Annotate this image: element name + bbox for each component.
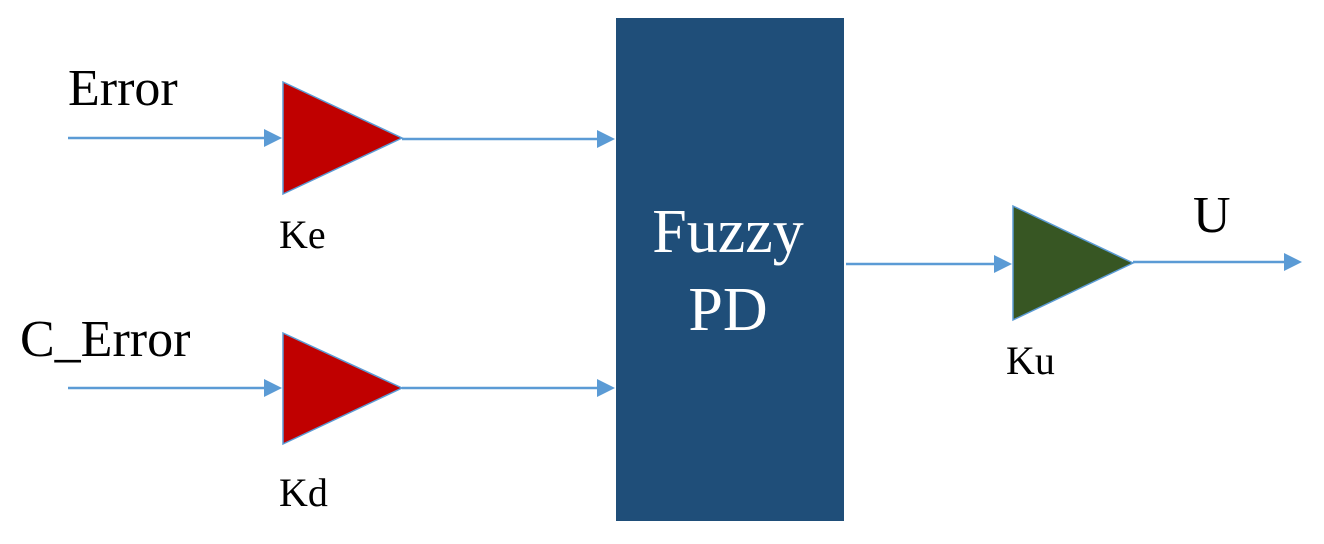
controller-label-line1: Fuzzy — [652, 198, 804, 266]
ke-gain-triangle — [282, 80, 404, 196]
error-input-arrowhead — [264, 129, 282, 147]
ke-gain-label: Ke — [279, 212, 326, 257]
ku-gain-label: Ku — [1006, 338, 1055, 383]
error-input-label: Error — [68, 60, 178, 117]
ke-output-arrowhead — [597, 130, 615, 148]
u-output-label: U — [1193, 187, 1231, 244]
kd-output-arrowhead — [597, 379, 615, 397]
controller-label-line2: PD — [688, 276, 767, 344]
kd-gain-triangle — [282, 331, 404, 446]
ku-gain-triangle — [1012, 204, 1135, 322]
kd-gain-label: Kd — [279, 470, 328, 515]
u-output-arrowhead — [1284, 253, 1302, 271]
controller-output-arrowhead — [994, 255, 1012, 273]
c-error-input-arrowhead — [264, 379, 282, 397]
c-error-input-label: C_Error — [20, 311, 190, 368]
fuzzy-pd-controller-block — [616, 18, 844, 521]
